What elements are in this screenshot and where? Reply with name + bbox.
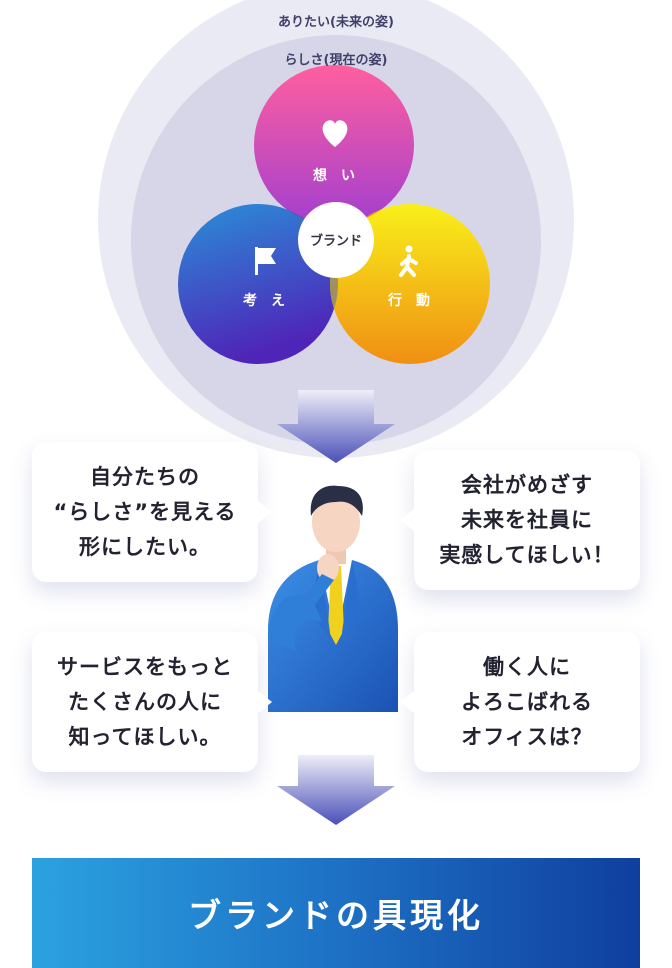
down-arrow-top (277, 390, 395, 463)
bubble-line: サービスをもっと (57, 654, 233, 679)
bubble-line: 未来を社員に (461, 507, 593, 532)
speech-bubble-bottom-left: サービスをもっと たくさんの人に 知ってほしい。 (32, 632, 272, 772)
walking-person-icon (399, 245, 418, 277)
outer-circle-label: ありたい(未来の姿) (278, 14, 394, 30)
bubble-line: “らしさ”を見える (53, 499, 237, 524)
action-label: 行 動 (387, 292, 430, 309)
speech-bubble-top-right: 会社がめざす 未来を社員に 実感してほしい！ (400, 450, 640, 590)
flag-icon (255, 247, 276, 275)
center-label: ブランド (310, 233, 362, 249)
idea-label: 考 え (243, 292, 285, 309)
speech-bubble-bottom-right: 働く人に よろこばれる オフィスは？ (400, 632, 640, 772)
inner-circle-label: らしさ(現在の姿) (285, 52, 388, 68)
thinking-businessman-illustration (268, 485, 398, 712)
bubble-line: たくさんの人に (68, 689, 222, 714)
bubble-line: 会社がめざす (461, 472, 593, 497)
bubble-tail (258, 691, 272, 713)
center-circle (298, 202, 374, 278)
result-banner: ブランドの具現化 (32, 858, 640, 968)
bubble-tail (400, 509, 414, 531)
speech-bubble-top-left: 自分たちの “らしさ”を見える 形にしたい。 (32, 442, 272, 582)
thought-label: 想 い (312, 167, 355, 184)
bubble-line: よろこばれる (461, 689, 593, 714)
bubble-line: 働く人に (483, 654, 571, 679)
bubble-line: オフィスは？ (461, 724, 593, 749)
bubble-line: 実感してほしい！ (439, 542, 615, 567)
heart-icon (322, 120, 348, 147)
down-arrow-bottom (277, 755, 395, 825)
bubble-line: 自分たちの (89, 464, 200, 489)
bubble-line: 形にしたい。 (78, 534, 211, 559)
circle-idea (178, 204, 338, 364)
bubble-tail (400, 691, 414, 713)
result-label: ブランドの具現化 (188, 896, 484, 935)
bubble-line: 知ってほしい。 (68, 724, 222, 749)
bubble-tail (258, 501, 272, 523)
